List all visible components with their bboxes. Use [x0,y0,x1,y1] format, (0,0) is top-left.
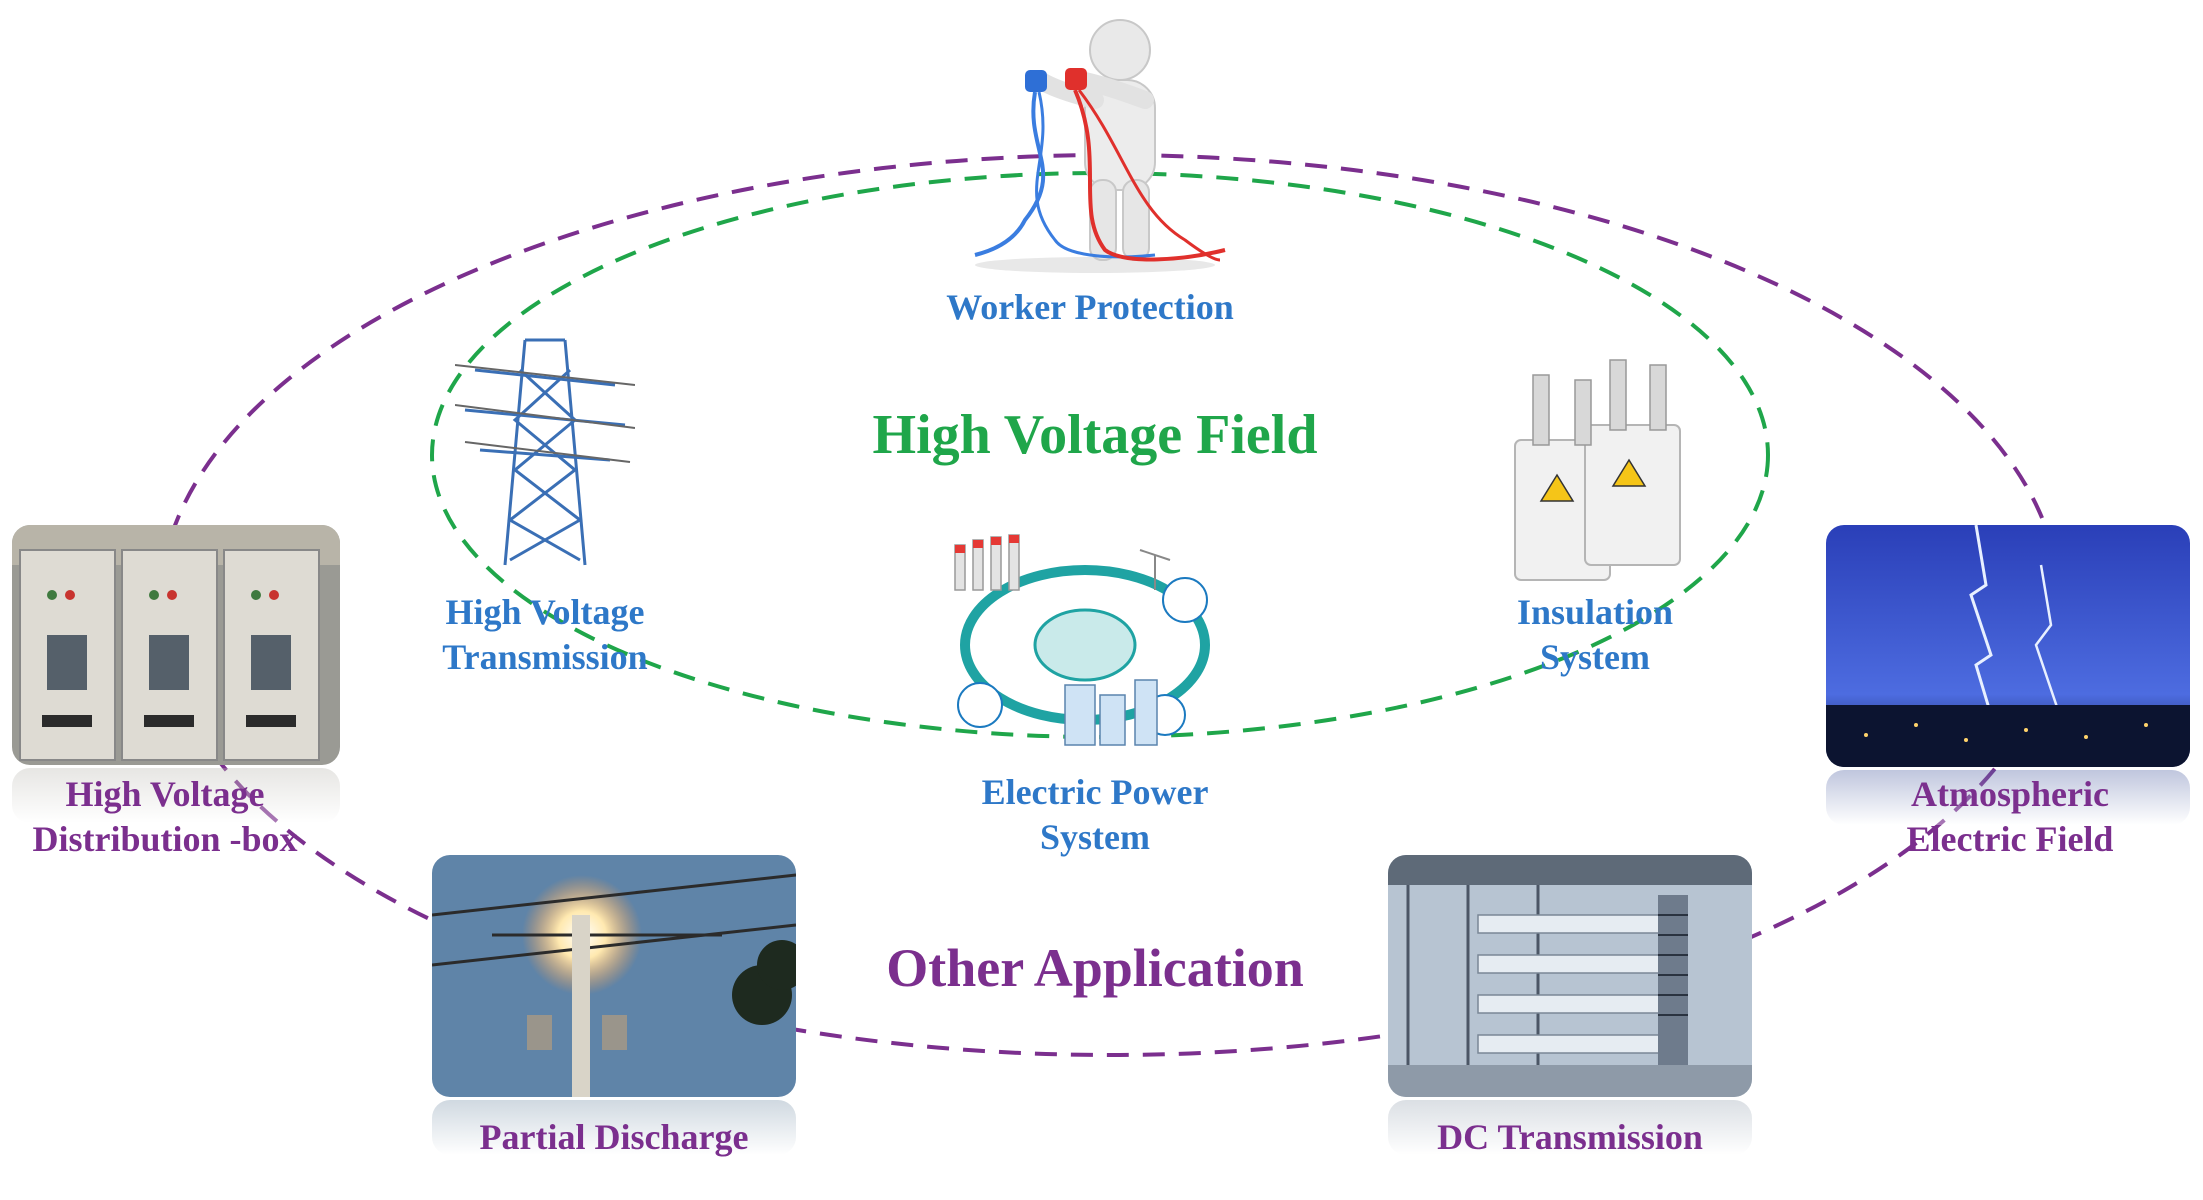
hv-distribution-box-photo [12,525,340,765]
electric-power-system-line-1: Electric Power [981,772,1209,812]
atmospheric-field-reflection [1826,770,2190,825]
other-application-title: Other Application [886,938,1304,998]
atmospheric-field-line-2: Electric Field [1906,819,2114,859]
hv-distribution-box-label: High Voltage Distribution -box [0,772,330,862]
partial-discharge-reflection [432,1100,796,1155]
atmospheric-field-label: Atmospheric Electric Field [1840,772,2180,862]
hv-distribution-box-reflection [12,768,340,823]
insulator-transformer-icon [1514,359,1681,581]
partial-discharge-photo [432,855,796,1097]
power-grid-icon [954,534,1210,746]
insulation-system-line-2: System [1540,637,1650,677]
insulation-system-line-1: Insulation [1516,592,1674,632]
hv-transmission-label: High Voltage Transmission [375,590,715,680]
dc-transmission-photo [1388,855,1752,1097]
hv-distribution-box-line-1: High Voltage [65,774,265,814]
electric-power-system-line-2: System [1040,817,1150,857]
transmission-tower-icon [455,338,635,566]
insulation-system-label: Insulation System [1430,590,1760,680]
hv-distribution-box-line-2: Distribution -box [32,819,298,859]
electric-power-system-label: Electric Power System [915,770,1275,860]
partial-discharge-label: Partial Discharge [479,1117,749,1157]
worker-with-cables-icon [974,19,1226,273]
worker-protection-label: Worker Protection [946,287,1234,327]
dc-transmission-reflection [1388,1100,1752,1155]
hv-transmission-line-2: Transmission [442,637,648,677]
dc-transmission-label: DC Transmission [1437,1117,1703,1157]
high-voltage-field-title: High Voltage Field [872,404,1318,466]
atmospheric-field-line-1: Atmospheric [1911,774,2109,814]
atmospheric-field-photo [1826,525,2190,767]
hv-transmission-line-1: High Voltage [445,592,645,632]
